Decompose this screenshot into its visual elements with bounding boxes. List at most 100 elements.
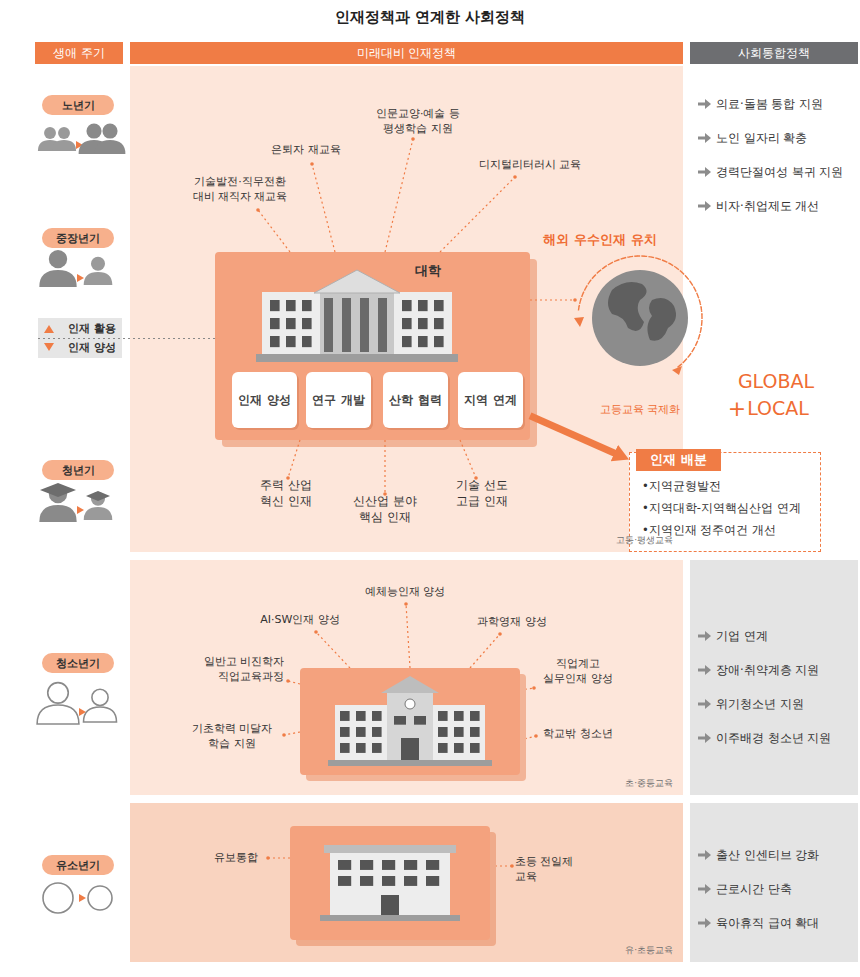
window xyxy=(438,711,448,721)
item-arrow-shaft xyxy=(698,103,705,106)
annotation-label: + xyxy=(728,394,746,424)
label-wrap: 은퇴자 재교육 xyxy=(271,143,341,158)
person-head xyxy=(91,257,105,271)
annotation-label: 초등 전일제 교육 xyxy=(515,855,575,885)
label-wrap: + xyxy=(728,394,746,424)
column-header: 미래대비 인재정책 xyxy=(130,42,683,64)
item-arrow-shaft xyxy=(698,137,705,140)
person-body xyxy=(52,140,76,151)
up-arrow xyxy=(44,325,54,333)
person-head xyxy=(44,127,56,139)
item-arrow-shaft xyxy=(698,669,705,672)
node-text: 청년기 xyxy=(62,463,95,478)
leader-dot xyxy=(498,632,502,636)
node-text: 연구 개발 xyxy=(312,392,364,409)
node-text: 의료·돌봄 통합 지원 xyxy=(690,94,858,114)
node-text: 생애 주기 xyxy=(53,45,105,62)
person-icon xyxy=(95,123,126,154)
band-fill xyxy=(690,560,858,795)
node-text: 중장년기 xyxy=(56,231,100,246)
social-policy-panel: 의료·돌봄 통합 지원노인 일자리 확충경력단절여성 복귀 지원비자·취업제도 … xyxy=(690,66,858,230)
stage-arrow xyxy=(77,506,84,514)
label-wrap: 고등교육 국제화 xyxy=(600,403,681,418)
window xyxy=(418,300,428,311)
item-arrow-head xyxy=(705,918,711,928)
policy-band: 고등·평생교육대학인재 양성연구 개발산학 협력지역 연계 xyxy=(130,66,683,552)
window xyxy=(270,300,280,311)
annotation-label: 신산업 분야 핵심 인재 xyxy=(349,494,421,525)
band-fill xyxy=(130,803,683,962)
leader-dot xyxy=(282,733,286,737)
annotation-label: 인문교양·예술 등 평생학습 지원 xyxy=(364,107,472,137)
stage-tab: 중장년기 xyxy=(42,228,114,248)
door xyxy=(401,738,419,760)
leader-line xyxy=(440,177,515,252)
node-text: 대학 xyxy=(415,262,530,280)
item-arrow-shaft xyxy=(698,888,705,891)
label-wrap: 주력 산업 혁신 인재 xyxy=(255,478,317,509)
door xyxy=(381,895,399,915)
person-body xyxy=(95,140,126,154)
window xyxy=(270,318,280,329)
leader-line xyxy=(470,634,500,668)
annotation-label: 직업계고 실무인재 양성 xyxy=(536,657,620,687)
item-arrow-head xyxy=(705,99,711,109)
university-building xyxy=(256,270,458,362)
person-body xyxy=(39,270,76,287)
talent-use-marker xyxy=(38,318,215,358)
node-text: •지역균형발전 xyxy=(642,475,812,497)
wing xyxy=(394,292,452,354)
label-wrap: 신산업 분야 핵심 인재 xyxy=(349,494,421,525)
window xyxy=(454,711,464,721)
social-policy-panel: 출산 인센티브 강화근로시간 단축육아휴직 급여 확대 xyxy=(690,803,858,962)
person-head xyxy=(49,250,67,268)
wing xyxy=(433,705,485,760)
item-arrow-head xyxy=(705,665,711,675)
diagram-title: 인재정책과 연계한 사회정책 xyxy=(0,8,860,27)
node-text: 인재 배분 xyxy=(636,449,721,471)
label-wrap: AI·SW인재 양성 xyxy=(260,613,340,628)
leader-line xyxy=(284,732,300,735)
window xyxy=(418,336,428,347)
window xyxy=(426,876,439,886)
node-text: 인재 양성 xyxy=(238,392,290,409)
column xyxy=(360,298,369,352)
function-box: 산학 협력 xyxy=(383,372,448,428)
window xyxy=(470,727,480,737)
node-text: 경력단절여성 복귀 지원 xyxy=(690,162,858,182)
column xyxy=(378,298,387,352)
leader-dot xyxy=(256,208,260,212)
item-arrow-shaft xyxy=(698,635,705,638)
label-wrap: 일반고 비진학자 직업교육과정 xyxy=(180,655,284,685)
window xyxy=(372,711,382,721)
baby-face xyxy=(43,883,73,913)
base-step xyxy=(320,915,460,921)
window xyxy=(438,743,448,753)
node-text: 산학 협력 xyxy=(389,392,441,409)
window xyxy=(360,860,373,870)
person-icon xyxy=(39,250,76,287)
person-icon xyxy=(84,689,117,722)
node-text: 청소년기 xyxy=(56,656,100,671)
clock xyxy=(405,699,415,709)
window xyxy=(340,743,350,753)
person-body xyxy=(84,707,117,722)
item-arrow-shaft xyxy=(698,922,705,925)
column xyxy=(342,298,351,352)
column-header: 생애 주기 xyxy=(35,42,123,64)
label-wrap: 해외 우수인재 유치 xyxy=(543,231,656,249)
window xyxy=(402,318,412,329)
window xyxy=(356,727,366,737)
center-block xyxy=(320,292,394,354)
window xyxy=(286,318,296,329)
window xyxy=(454,727,464,737)
graduation-cap xyxy=(40,483,76,497)
person-icon xyxy=(84,492,113,520)
node-text: •지역대학-지역핵심산업 연계 xyxy=(642,497,812,519)
item-arrow-shaft xyxy=(698,205,705,208)
window xyxy=(340,727,350,737)
distribution-box: 인재 배분•지역균형발전•지역대학-지역핵심산업 연계•지역인재 정주여건 개선 xyxy=(629,452,821,552)
annotation-label: 과학영재 양성 xyxy=(477,615,547,630)
node-text: 기업 연계 xyxy=(690,626,858,646)
item-arrow-shaft xyxy=(698,171,705,174)
